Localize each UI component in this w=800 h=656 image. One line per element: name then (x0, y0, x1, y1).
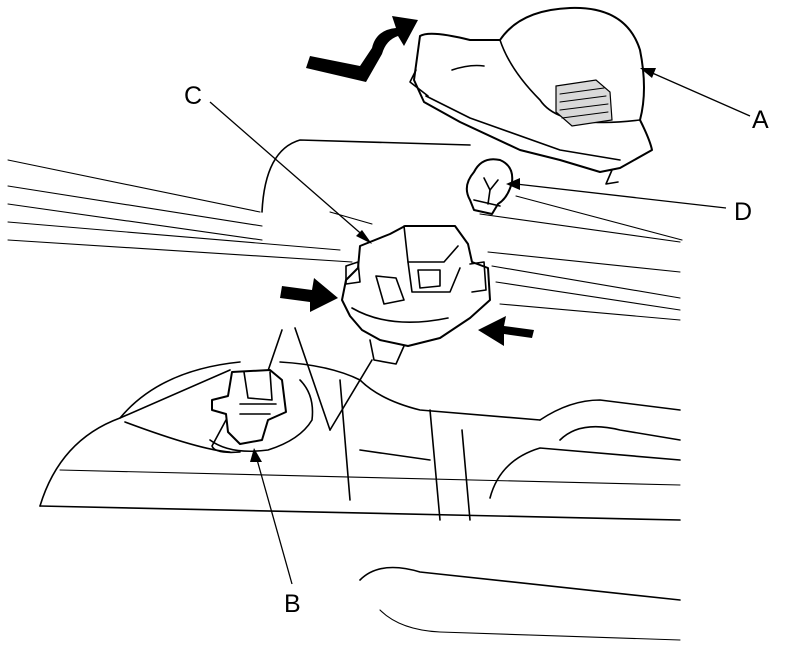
callout-c: C (184, 82, 202, 110)
press-arrow-right (478, 316, 534, 346)
leader-lines (209, 68, 751, 585)
lens-housing (409, 6, 653, 185)
press-arrow-left (280, 278, 338, 312)
bumper-surface (7, 139, 681, 641)
callout-b: B (284, 590, 301, 618)
callout-a: A (752, 106, 769, 134)
harness-connector (211, 369, 287, 454)
wedge-bulb (465, 158, 514, 215)
removal-arrow (306, 16, 418, 82)
bulb-socket (341, 225, 491, 365)
callout-d: D (734, 198, 752, 226)
